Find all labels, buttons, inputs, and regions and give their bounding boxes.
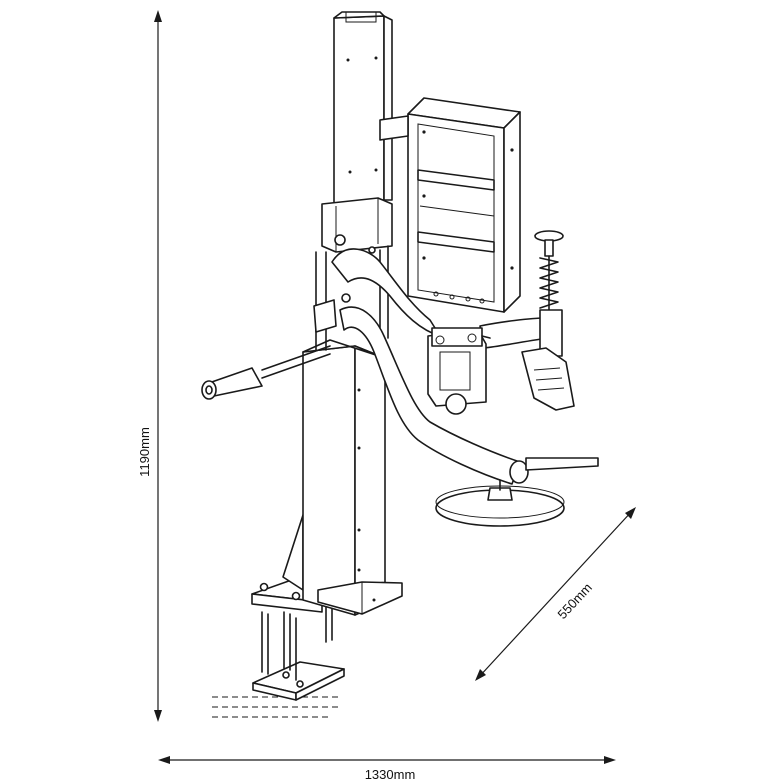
bench-clamp-base	[251, 576, 373, 701]
upper-column	[315, 11, 393, 351]
arm-assembly	[313, 234, 529, 485]
ground-reference-lines	[212, 696, 338, 718]
support-gusset	[282, 514, 304, 591]
depth-dimension-label: 550mm	[554, 580, 595, 622]
depth-dimension: 550mm	[475, 507, 636, 681]
width-dimension-label: 1330mm	[365, 767, 416, 781]
tool-box	[379, 97, 521, 313]
width-dimension: 1330mm	[158, 756, 616, 781]
spring	[534, 230, 564, 315]
height-dimension-label: 1190mm	[137, 427, 152, 477]
right-arm-assembly	[479, 230, 575, 411]
height-dimension: 1190mm	[137, 10, 162, 722]
handle	[201, 345, 331, 400]
tool-head	[427, 327, 491, 415]
clamp-plate-assembly	[435, 457, 599, 527]
